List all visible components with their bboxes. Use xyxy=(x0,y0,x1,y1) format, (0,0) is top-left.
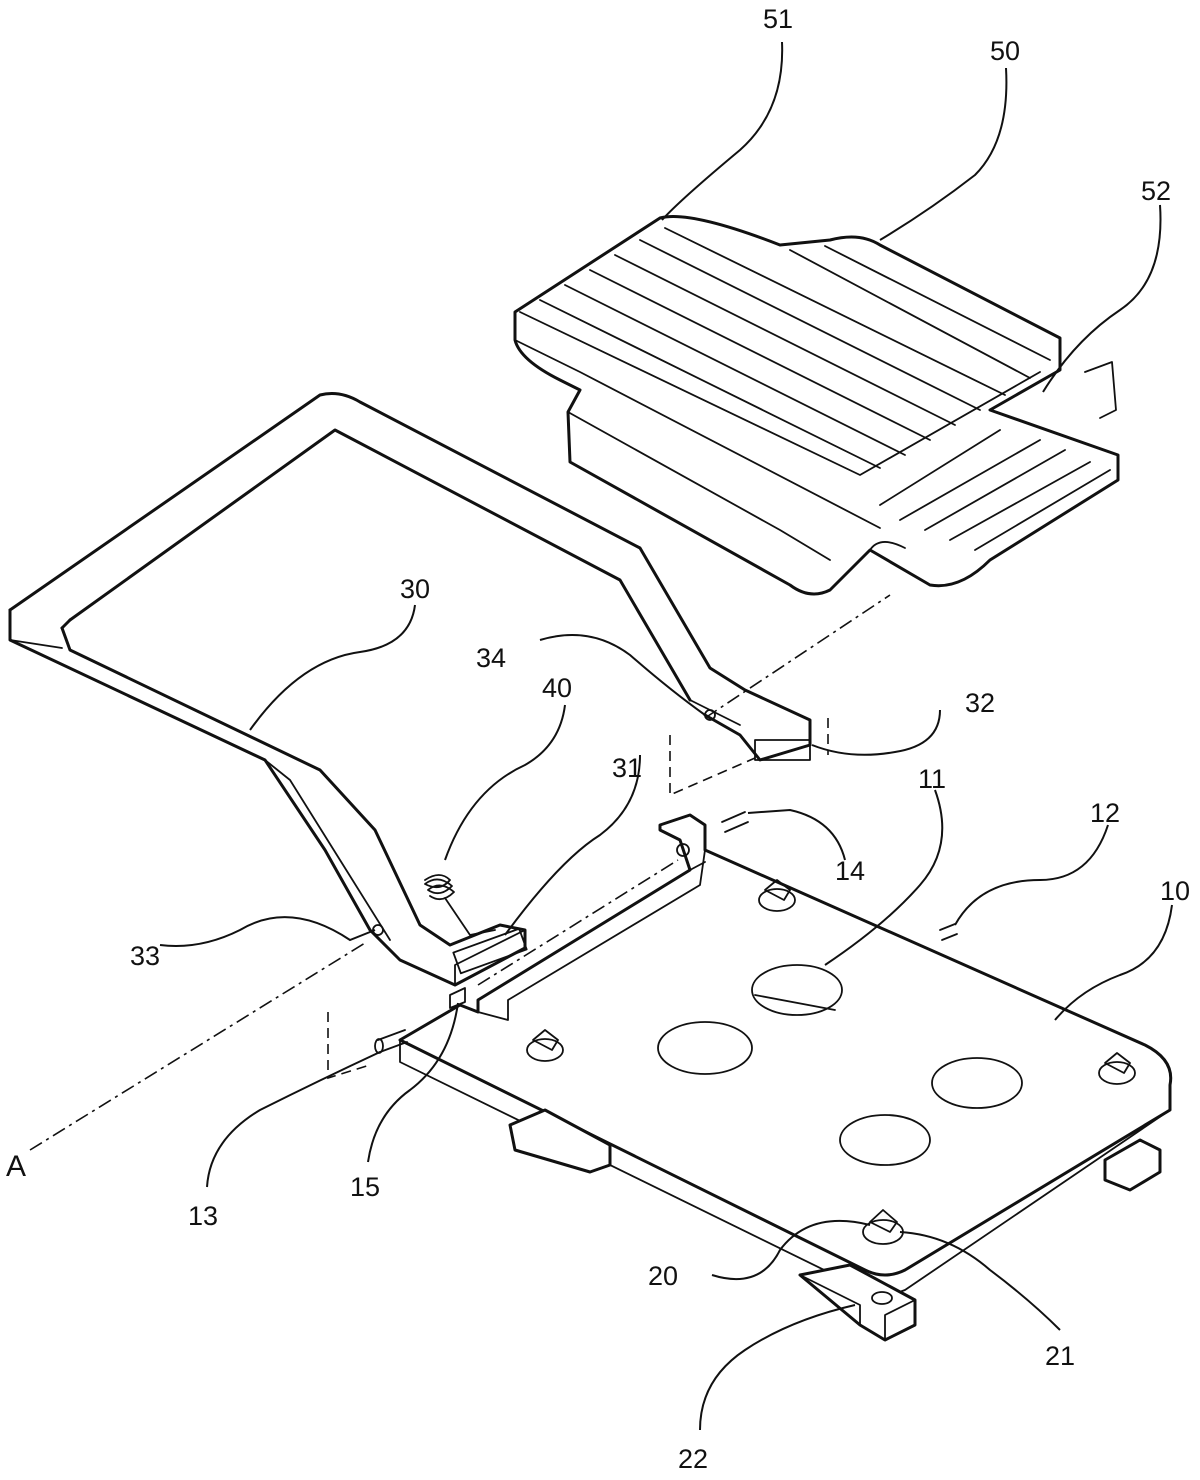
label-22: 22 xyxy=(678,1444,708,1474)
pin-14 xyxy=(721,811,749,833)
hole xyxy=(931,1057,1023,1109)
label-12: 12 xyxy=(1090,798,1120,828)
foot xyxy=(508,1108,612,1174)
tab-31 xyxy=(452,927,528,975)
label-31: 31 xyxy=(612,753,642,783)
screw xyxy=(526,1029,564,1062)
label-50: 50 xyxy=(990,36,1020,66)
pedal-grooves xyxy=(539,227,1111,551)
part-labels: 51 50 52 30 34 40 32 31 11 12 10 14 33 1… xyxy=(6,4,1190,1474)
hole xyxy=(839,1114,931,1166)
label-40: 40 xyxy=(542,673,572,703)
label-32: 32 xyxy=(965,688,995,718)
screw xyxy=(1098,1052,1136,1085)
tab-32 xyxy=(754,739,811,761)
label-34: 34 xyxy=(476,643,506,673)
assembly-lines xyxy=(29,594,891,1151)
label-30: 30 xyxy=(400,574,430,604)
label-21: 21 xyxy=(1045,1341,1075,1371)
foot xyxy=(1103,1138,1162,1192)
clip-15 xyxy=(449,987,466,1009)
label-15: 15 xyxy=(350,1172,380,1202)
label-axis-a: A xyxy=(6,1150,26,1183)
label-20: 20 xyxy=(648,1261,678,1291)
label-52: 52 xyxy=(1141,176,1171,206)
label-51: 51 xyxy=(763,4,793,34)
label-33: 33 xyxy=(130,941,160,971)
foot-22 xyxy=(798,1263,917,1342)
pin-13 xyxy=(377,1029,408,1053)
hole-11 xyxy=(751,964,843,1016)
torsion-spring-40 xyxy=(424,874,496,936)
pin-12 xyxy=(939,923,958,941)
hole xyxy=(657,1021,753,1075)
label-13: 13 xyxy=(188,1201,218,1231)
label-11: 11 xyxy=(918,764,946,794)
leader-lines xyxy=(159,41,1173,1431)
label-14: 14 xyxy=(835,856,865,886)
base-plate-10 xyxy=(374,811,1173,1342)
label-10: 10 xyxy=(1160,876,1190,906)
pedal-pad-50 xyxy=(513,215,1120,596)
screw xyxy=(758,879,796,912)
pedal-arm-30 xyxy=(8,392,812,987)
